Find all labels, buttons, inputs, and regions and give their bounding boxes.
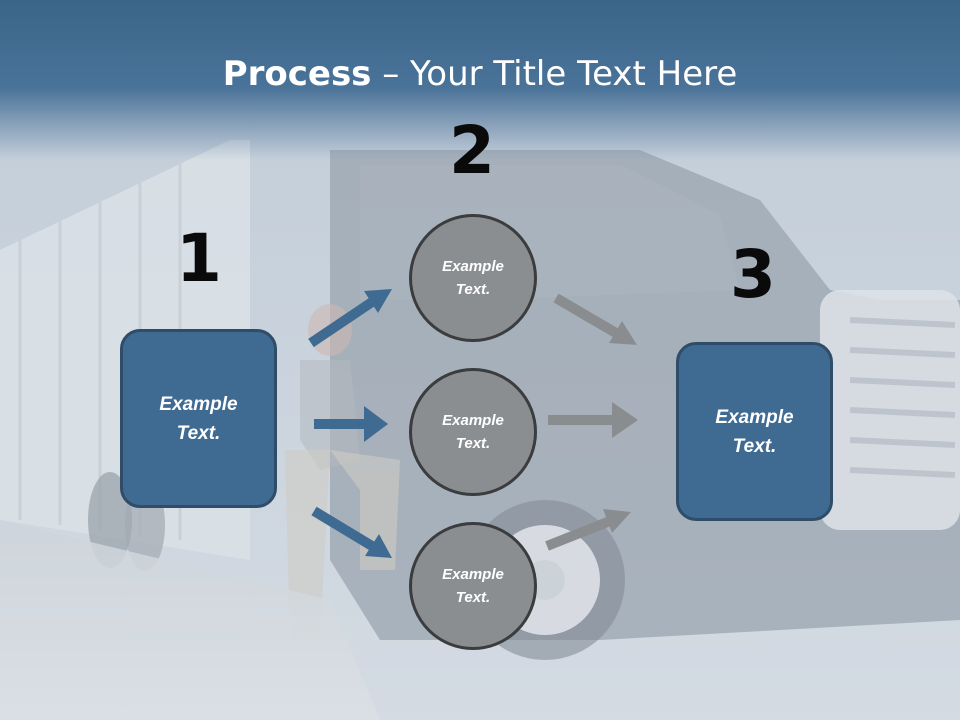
- arrow-down-right-gray: [553, 293, 637, 345]
- step-2-number: 2: [449, 112, 495, 189]
- arrow-up-right-blue: [308, 289, 392, 348]
- step-3-text: Example Text.: [715, 406, 794, 457]
- title-bold: Process: [222, 54, 372, 94]
- step-3-box: Example Text.: [676, 342, 833, 521]
- page-title: Process – Your Title Text Here: [0, 52, 960, 96]
- title-rest: – Your Title Text Here: [371, 54, 738, 94]
- step-2-circle-bottom: Example Text.: [409, 522, 537, 650]
- step-1-text: Example Text.: [159, 393, 238, 444]
- step-2-circle-middle: Example Text.: [409, 368, 537, 496]
- circle-text: Example Text.: [442, 566, 504, 606]
- arrow-right-blue: [314, 406, 388, 442]
- title-bar: [0, 0, 960, 160]
- circle-text: Example Text.: [442, 412, 504, 452]
- arrow-up-right-gray: [545, 509, 631, 551]
- step-3-number: 3: [730, 236, 776, 313]
- step-1-number: 1: [176, 220, 222, 297]
- arrow-right-gray: [548, 402, 638, 438]
- arrow-down-right-blue: [311, 506, 392, 558]
- step-2-circle-top: Example Text.: [409, 214, 537, 342]
- step-1-box: Example Text.: [120, 329, 277, 508]
- circle-text: Example Text.: [442, 258, 504, 298]
